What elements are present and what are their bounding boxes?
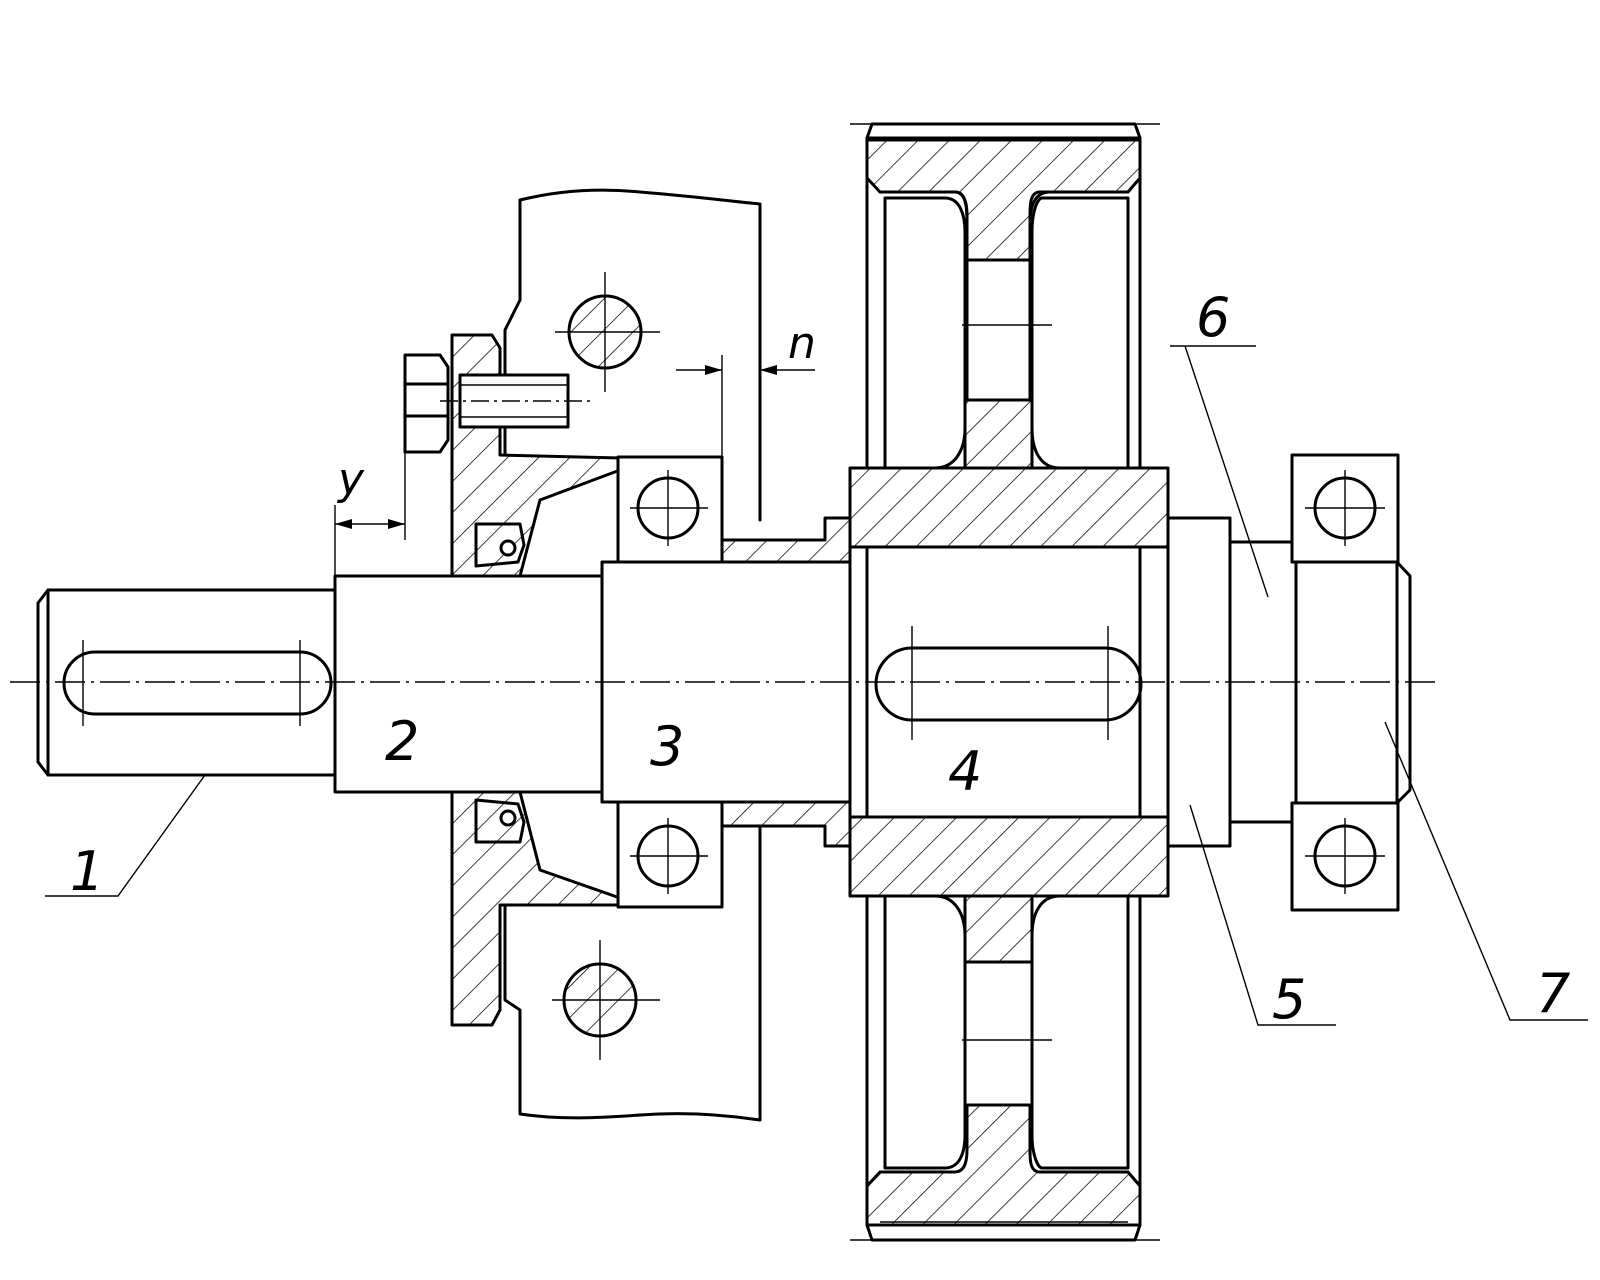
leader-lines [45, 345, 1588, 1026]
segment-label-4: 4 [948, 740, 982, 803]
bearing-left [616, 455, 724, 909]
dimension-n: n [676, 318, 816, 520]
housing-bolt-top [555, 272, 660, 392]
housing-bolt-bottom [552, 940, 660, 1060]
segment-label-6: 6 [1196, 286, 1230, 349]
cap-screw [403, 353, 590, 454]
shaft [36, 516, 1412, 848]
lip-seal-bottom [474, 798, 526, 844]
dimension-y: y [334, 452, 406, 576]
gear-wheel [848, 122, 1170, 1242]
segment-label-3: 3 [650, 715, 684, 778]
dimension-y-label: y [336, 454, 365, 505]
dimension-n-label: n [788, 318, 816, 369]
lip-seal-top [474, 522, 526, 568]
bearing-right [1290, 453, 1400, 912]
segment-label-2: 2 [385, 710, 419, 773]
segment-labels: 1 2 3 4 5 6 7 [70, 286, 1570, 1031]
segment-label-5: 5 [1272, 968, 1306, 1031]
segment-label-7: 7 [1536, 962, 1570, 1025]
segment-label-1: 1 [70, 840, 104, 903]
